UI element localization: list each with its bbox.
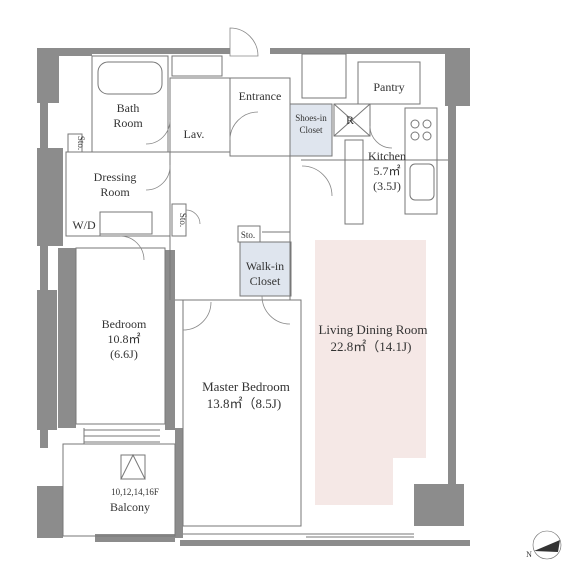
dressing-room-label-2: Room — [100, 185, 130, 199]
lav-label: Lav. — [184, 127, 205, 141]
shoes-closet-label-2: Closet — [299, 125, 323, 135]
entrance-label: Entrance — [239, 89, 282, 103]
master-bedroom-label: Master Bedroom — [202, 379, 290, 394]
storage-label-top-left: Sto. — [76, 136, 86, 150]
shoes-closet-fill — [290, 104, 332, 156]
doors — [119, 27, 393, 331]
living-dining-label: Living Dining Room — [318, 322, 427, 337]
dressing-room-label-1: Dressing — [94, 170, 137, 184]
walkin-closet-label-2: Closet — [250, 274, 281, 288]
washer-dryer-label: W/D — [72, 218, 96, 232]
walls — [37, 48, 470, 546]
walkin-closet-fill — [240, 242, 291, 296]
refrigerator-label: R — [346, 113, 354, 127]
north-label: N — [526, 550, 532, 559]
balcony-floors-label: 10,12,14,16F — [111, 487, 159, 497]
walkin-closet-label-1: Walk-in — [246, 259, 284, 273]
bedroom-jo: (6.6J) — [110, 347, 138, 361]
bedroom-label: Bedroom — [102, 317, 147, 331]
storage-label-hall: Sto. — [178, 213, 188, 227]
balcony-label: Balcony — [110, 500, 150, 514]
master-bedroom-area: 13.8㎡（8.5J) — [207, 396, 281, 411]
kitchen-area: 5.7㎡ — [373, 164, 400, 178]
kitchen-label: Kitchen — [368, 149, 406, 163]
bath-room-label: Room — [113, 116, 143, 130]
bath-label: Bath — [117, 101, 140, 115]
bedroom-area: 10.8㎡ — [107, 332, 140, 346]
kitchen-jo: (3.5J) — [373, 179, 401, 193]
interior-lines — [62, 53, 448, 538]
living-room-highlight — [315, 240, 426, 505]
shoes-closet-label-1: Shoes-in — [295, 113, 327, 123]
storage-label-walkin: Sto. — [241, 230, 255, 240]
north-arrow-icon: N — [526, 530, 562, 560]
living-dining-area: 22.8㎡（14.1J) — [331, 339, 412, 354]
pantry-label: Pantry — [373, 80, 404, 94]
